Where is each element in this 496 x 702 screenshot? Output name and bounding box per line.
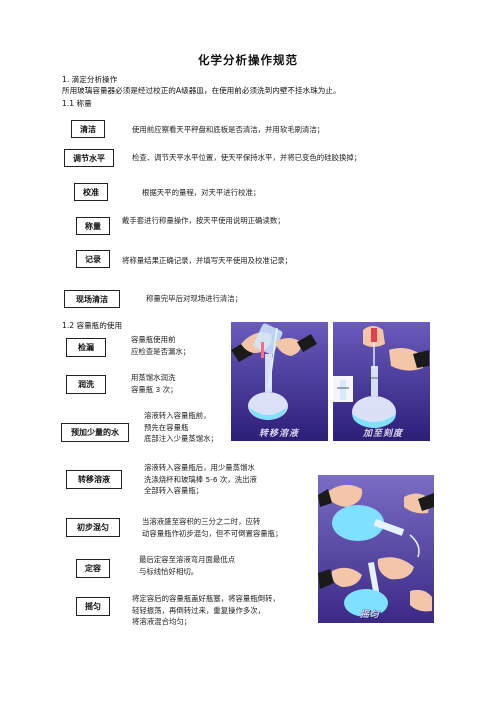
- page-title: 化学分析操作规范: [198, 53, 298, 67]
- flask-step-leak-check: 检漏: [66, 338, 106, 357]
- step-box-weigh: 称量: [76, 217, 110, 235]
- flask-desc-rinse: 用蒸馏水润洗容量瓶 3 次；: [131, 373, 178, 394]
- caption-shake-mix: 摇匀: [360, 610, 381, 620]
- caption-fill-to-mark: 加至刻度: [363, 429, 404, 439]
- flask-step-shake: 摇匀: [76, 597, 110, 616]
- step-desc-weigh: 戴手套进行称量操作，按天平使用说明正确读数；: [122, 216, 285, 225]
- flask-desc-pre-mix: 当溶液盛至容积的三分之二时，应转动容量瓶作初步混匀，但不可倒置容量瓶；: [142, 517, 283, 538]
- step-desc-clean: 使用前应察看天平秤盘和底板是否清洁，并用软毛刷清洁；: [132, 125, 325, 134]
- flask-step-pre-mix: 初步混匀: [66, 518, 120, 537]
- section-1-2-heading: 1.2 容量瓶的使用: [62, 321, 123, 330]
- step-desc-site-clean: 称量完毕后对现场进行清洁；: [146, 294, 243, 303]
- flask-desc-prefill-water: 溶液转入容量瓶前，预先在容量瓶底部注入少量蒸馏水；: [144, 411, 218, 443]
- flask-step-transfer: 转移溶液: [66, 470, 122, 489]
- step-box-site-clean: 现场清洁: [64, 290, 120, 308]
- step-desc-calibrate: 根据天平的量程，对天平进行校准；: [142, 188, 261, 197]
- flask-desc-leak-check: 容量瓶使用前应检查是否漏水；: [131, 335, 191, 356]
- caption-transfer-solution: 转移溶液: [259, 429, 300, 439]
- section-1-heading: 1. 滴定分析操作: [62, 75, 118, 84]
- step-box-calibrate: 校准: [74, 183, 108, 201]
- flask-step-rinse: 润洗: [66, 375, 106, 394]
- illustration-transfer-solution: 转移溶液: [231, 322, 328, 441]
- step-box-level: 调节水平: [64, 149, 114, 167]
- step-desc-level: 检查、调节天平水平位置，使天平保持水平，并将已变色的硅胶换掉；: [132, 153, 362, 162]
- flask-desc-make-volume: 最后定容至溶液弯月面最低点与标线恰好相切。: [139, 555, 236, 576]
- illustration-fill-to-mark: 加至刻度: [333, 322, 430, 441]
- flask-desc-transfer: 溶液转入容量瓶后，用少量蒸馏水洗涤烧杯和玻璃棒 5-6 次，洗出液全部转入容量瓶…: [144, 463, 257, 495]
- flask-step-prefill-water: 预加少量的水: [61, 423, 129, 442]
- section-1-intro: 所用玻璃容量器必须是经过校正的A级器皿，在使用前必须洗到内壁不挂水珠为止。: [62, 86, 341, 95]
- step-desc-record: 将称量结果正确记录，并填写天平使用及校准记录；: [122, 256, 292, 265]
- step-box-clean: 清洁: [71, 120, 105, 138]
- section-1-1-heading: 1.1 称量: [62, 99, 92, 108]
- flask-desc-shake: 将定容后的容量瓶盖好瓶塞，将容量瓶倒转，轻轻振荡，再倒转过来，重复操作多次，将溶…: [132, 594, 280, 626]
- step-box-record: 记录: [76, 250, 110, 268]
- illustration-shake-mix: 摇匀: [318, 475, 434, 623]
- flask-step-make-volume: 定容: [76, 559, 110, 578]
